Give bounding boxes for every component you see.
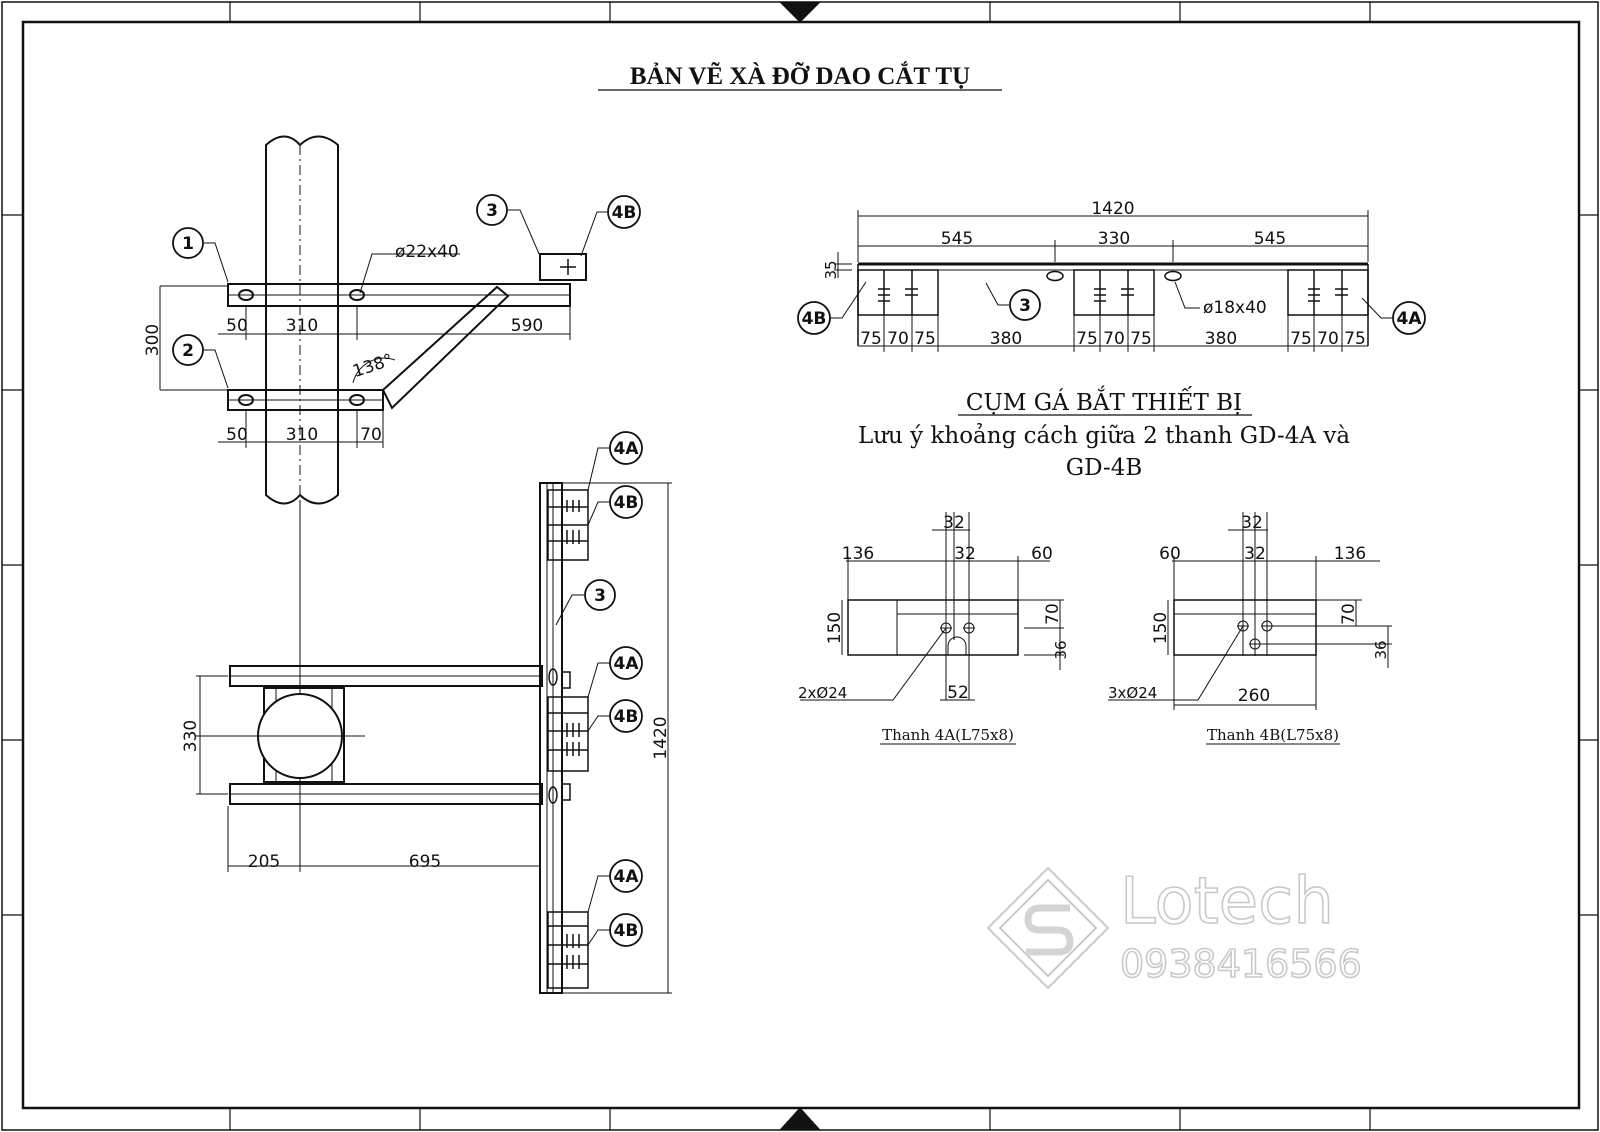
plan-callout-4b-2: 4B: [614, 707, 639, 727]
plan-callout-4a-1: 4A: [614, 439, 640, 459]
plan-view: [196, 447, 672, 994]
callout-1: 1: [182, 234, 194, 254]
clip-group-middle: [547, 696, 589, 772]
part-4a-dim-h2: 36: [1052, 640, 1070, 659]
vertical-bracket: [539, 482, 563, 994]
part-4a-dim-left: 136: [842, 544, 874, 564]
dim-bot-b: 310: [286, 425, 318, 445]
dim-b1: 75: [860, 329, 882, 349]
dim-seg-a: 545: [941, 229, 973, 249]
dim-width-330: 330: [181, 720, 201, 752]
dim-length-1420: 1420: [651, 716, 671, 759]
dim-bracket-height: 35: [822, 260, 840, 279]
part-4b-dim-bottom: 260: [1238, 686, 1270, 706]
dim-right-695: 695: [409, 852, 441, 872]
watermark: Lotech 0938416566: [986, 864, 1363, 990]
dim-seg-b: 330: [1098, 229, 1130, 249]
callout-3: 3: [486, 201, 498, 221]
bracket-plate-right: [1287, 269, 1369, 316]
part-4a-dim-right: 60: [1031, 544, 1053, 564]
part-4a-dim-h1: 70: [1043, 603, 1063, 625]
part-4b-dim-h2: 36: [1372, 640, 1390, 659]
dim-top-b: 310: [286, 316, 318, 336]
part-4a-dim-top: 32: [943, 513, 965, 533]
side-view: [159, 135, 607, 505]
bracket-callouts: 4B 3 4A: [797, 289, 1426, 335]
part-4a-dim-mid: 32: [954, 544, 976, 564]
side-view-callouts: 1 2 3 4B: [172, 194, 641, 366]
dim-bot-c: 70: [360, 425, 382, 445]
bracket-plate-middle: [1073, 269, 1155, 316]
dim-mid2: 380: [1205, 329, 1237, 349]
dim-seg-c: 545: [1254, 229, 1286, 249]
part-4b-dim-h1: 70: [1339, 603, 1359, 625]
watermark-logo-icon: [986, 866, 1110, 990]
dim-top-a: 50: [226, 316, 248, 336]
part-4b-label: Thanh 4B(L75x8): [1207, 726, 1339, 744]
callout-2: 2: [182, 341, 194, 361]
drawing-title: BẢN VẼ XÀ ĐỠ DAO CẮT TỤ: [630, 61, 970, 90]
plan-callout-4a-2: 4A: [614, 654, 640, 674]
dim-b7: 75: [1290, 329, 1312, 349]
bracket-assembly: [830, 210, 1393, 352]
part-4b-holes: 3xØ24: [1108, 684, 1157, 702]
dim-b8: 70: [1317, 329, 1339, 349]
hole-label: ø22x40: [395, 242, 459, 262]
plan-callout-4b-3: 4B: [614, 921, 639, 941]
part-4b-dim-mid: 32: [1244, 544, 1266, 564]
dim-b6: 75: [1130, 329, 1152, 349]
plan-callout-4b-1: 4B: [614, 493, 639, 513]
bracket-callout-4b: 4B: [802, 309, 827, 329]
diagonal-brace: [381, 285, 510, 410]
part-4a-holes: 2xØ24: [798, 684, 847, 702]
bracket-callout-3: 3: [1019, 296, 1031, 316]
plan-view-dims: 330 1420 205 695: [181, 716, 671, 872]
part-4a-labels: 32 136 32 60 150 70 36 52 2xØ24 Thanh 4A…: [798, 513, 1070, 745]
plan-callout-4a-3: 4A: [614, 867, 640, 887]
dim-bracket-total: 1420: [1091, 199, 1134, 219]
bracket-note-line1: Lưu ý khoảng cách giữa 2 thanh GD-4A và: [858, 423, 1350, 449]
plan-view-callouts: 4A 4B 3 4A 4B 4A 4B: [584, 431, 643, 947]
dim-left-205: 205: [248, 852, 280, 872]
clip-group-bottom: [547, 911, 589, 989]
dim-bot-a: 50: [226, 425, 248, 445]
part-4b-dim-height: 150: [1151, 612, 1171, 644]
dim-height-300: 300: [143, 324, 163, 356]
watermark-phone: 0938416566: [1120, 942, 1362, 986]
bracket-plate-left: [857, 269, 939, 316]
part-4a-dim-bottom: 52: [947, 683, 969, 703]
part-4b-dim-left: 60: [1159, 544, 1181, 564]
dim-b3: 75: [914, 329, 936, 349]
part-4a-drawing: [800, 512, 1064, 701]
dim-mid1: 380: [990, 329, 1022, 349]
part-4a-dim-height: 150: [825, 612, 845, 644]
watermark-brand: Lotech: [1120, 865, 1334, 939]
dim-b5: 70: [1103, 329, 1125, 349]
bracket-dims: 1420 545 330 545 35 ø18x40 75 70 75 380 …: [822, 199, 1366, 349]
side-view-dims: ø22x40 138° 300 50 310 590 50 310 70: [143, 242, 543, 445]
dim-top-c: 590: [511, 316, 543, 336]
part-4b-labels: 32 60 32 136 150 70 36 260 3xØ24 Thanh 4…: [1108, 513, 1390, 745]
part-4b-dim-top: 32: [1241, 513, 1263, 533]
bracket-callout-4a: 4A: [1397, 309, 1423, 329]
bracket-hole-label: ø18x40: [1203, 298, 1267, 318]
dim-b2: 70: [887, 329, 909, 349]
bracket-title: CỤM GÁ BẮT THIẾT BỊ: [966, 386, 1242, 416]
part-4b-dim-right: 136: [1334, 544, 1366, 564]
bracket-note-line2: GD-4B: [1066, 455, 1143, 481]
pole-side: [265, 135, 339, 505]
callout-4b: 4B: [612, 203, 637, 223]
dim-b9: 75: [1344, 329, 1366, 349]
mount-plate: [539, 253, 587, 281]
plan-callout-3: 3: [594, 586, 606, 606]
part-4a-label: Thanh 4A(L75x8): [882, 726, 1014, 744]
angle-label: 138°: [350, 350, 395, 382]
clip-group-top: [547, 489, 589, 561]
dim-b4: 75: [1076, 329, 1098, 349]
part-4b-drawing: [1108, 512, 1392, 710]
